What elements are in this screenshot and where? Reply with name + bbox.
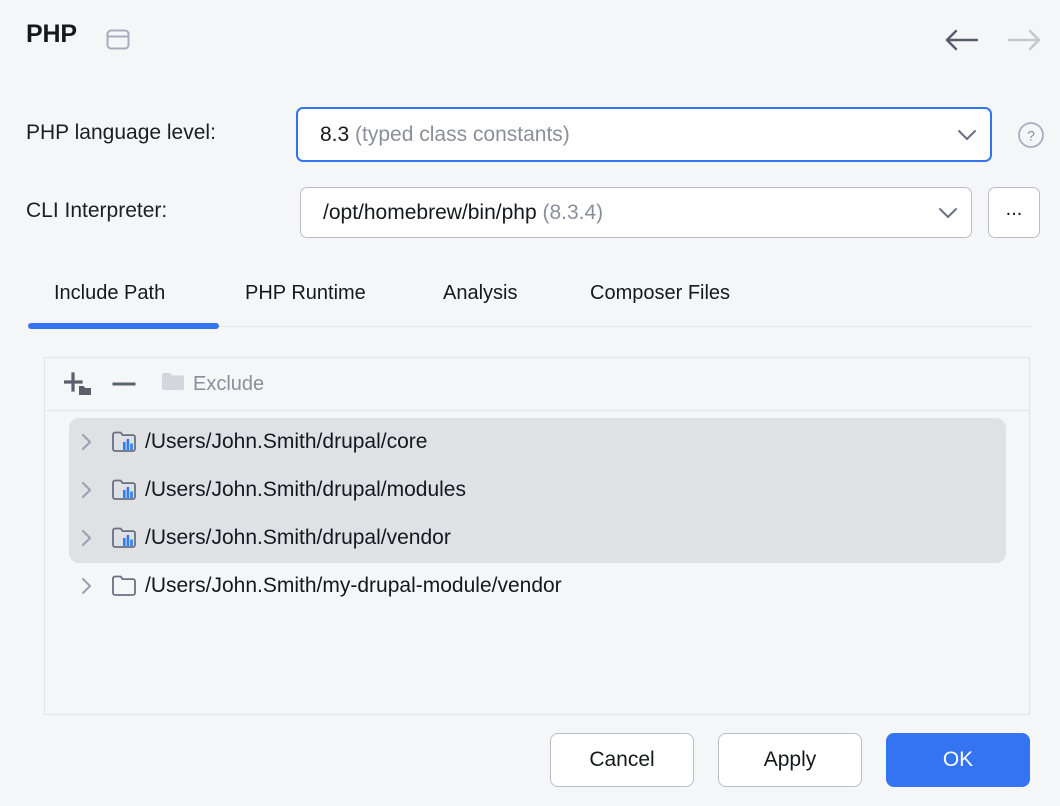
browse-interpreter-button[interactable]: ...	[988, 187, 1040, 238]
chevron-right-icon[interactable]	[81, 577, 111, 595]
folder-library-icon	[111, 479, 145, 501]
ok-button[interactable]: OK	[886, 733, 1030, 787]
tab-include-path[interactable]: Include Path	[54, 282, 166, 304]
apply-button[interactable]: Apply	[718, 733, 862, 787]
arrow-right-icon	[1006, 28, 1042, 52]
tabs-separator	[28, 326, 1032, 327]
include-path-value: /Users/John.Smith/drupal/vendor	[145, 526, 451, 549]
window-panel-icon	[106, 29, 130, 50]
include-path-value: /Users/John.Smith/drupal/modules	[145, 478, 466, 501]
include-path-toolbar: Exclude	[45, 358, 1029, 411]
folder-library-icon	[111, 527, 145, 549]
php-language-level-label: PHP language level:	[26, 121, 216, 144]
include-path-value: /Users/John.Smith/drupal/core	[145, 430, 428, 453]
chevron-down-icon[interactable]	[925, 207, 971, 219]
cli-interpreter-label: CLI Interpreter:	[26, 199, 168, 222]
svg-text:?: ?	[1027, 128, 1035, 144]
tab-analysis[interactable]: Analysis	[443, 282, 518, 304]
history-nav	[944, 28, 1042, 52]
active-tab-indicator	[28, 323, 219, 329]
tab-composer-files[interactable]: Composer Files	[590, 282, 731, 304]
php-language-level-version: 8.3	[320, 122, 350, 146]
cli-interpreter-path: /opt/homebrew/bin/php	[323, 200, 537, 224]
php-language-level-combobox[interactable]: 8.3 (typed class constants)	[296, 107, 992, 162]
php-language-level-note: (typed class constants)	[355, 122, 570, 146]
dialog-footer: Cancel Apply OK	[0, 715, 1060, 806]
chevron-right-icon[interactable]	[81, 529, 111, 547]
chevron-down-icon[interactable]	[944, 129, 990, 141]
folder-icon	[161, 371, 185, 397]
dialog-header: PHP	[0, 0, 1060, 78]
list-item[interactable]: /Users/John.Smith/drupal/modules	[45, 466, 1029, 514]
add-folder-icon[interactable]	[59, 367, 97, 401]
cli-interpreter-value: /opt/homebrew/bin/php (8.3.4)	[301, 201, 925, 225]
cli-interpreter-combobox[interactable]: /opt/homebrew/bin/php (8.3.4)	[300, 187, 972, 238]
include-path-panel: Exclude	[44, 357, 1030, 715]
chevron-right-icon[interactable]	[81, 433, 111, 451]
cli-interpreter-version: (8.3.4)	[542, 200, 604, 224]
minus-icon[interactable]	[103, 367, 145, 401]
folder-library-icon	[111, 431, 145, 453]
exclude-button: Exclude	[161, 367, 264, 401]
include-path-list: /Users/John.Smith/drupal/core	[45, 411, 1029, 714]
settings-tabs: Include Path PHP Runtime Analysis Compos…	[0, 272, 1060, 329]
tab-php-runtime[interactable]: PHP Runtime	[245, 282, 366, 304]
include-path-value: /Users/John.Smith/my-drupal-module/vendo…	[145, 574, 562, 597]
list-item[interactable]: /Users/John.Smith/drupal/vendor	[45, 514, 1029, 562]
page-title: PHP	[26, 20, 77, 48]
php-language-level-value: 8.3 (typed class constants)	[298, 123, 944, 147]
question-circle-icon[interactable]: ?	[1017, 121, 1045, 149]
chevron-right-icon[interactable]	[81, 481, 111, 499]
selection-highlight	[69, 418, 1006, 563]
exclude-label: Exclude	[193, 372, 265, 395]
folder-icon	[111, 575, 145, 597]
list-item[interactable]: /Users/John.Smith/drupal/core	[45, 418, 1029, 466]
cancel-button[interactable]: Cancel	[550, 733, 694, 787]
list-item[interactable]: /Users/John.Smith/my-drupal-module/vendo…	[45, 562, 1029, 610]
arrow-left-icon[interactable]	[944, 28, 980, 52]
